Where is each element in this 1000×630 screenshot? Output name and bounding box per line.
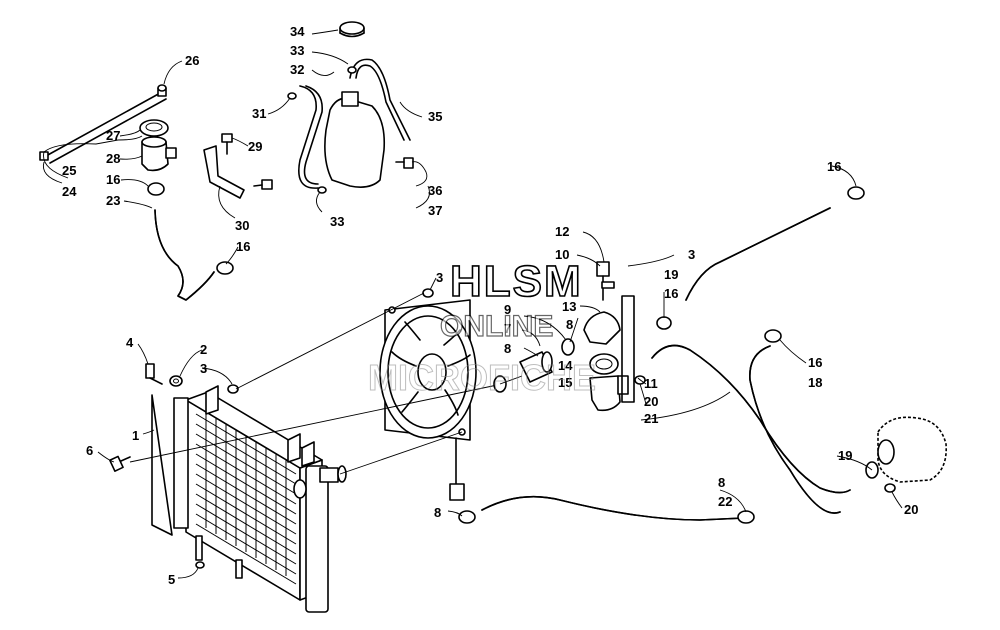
callout-6: 6 xyxy=(86,443,93,458)
callout-1: 1 xyxy=(132,428,139,443)
callout-20-b: 20 xyxy=(904,502,918,517)
callout-13: 13 xyxy=(562,299,576,314)
overflow-hose-25 xyxy=(39,87,167,164)
leader-lines xyxy=(42,29,903,579)
callout-19: 19 xyxy=(838,448,852,463)
nut-3-radiator xyxy=(227,384,239,394)
callout-37: 37 xyxy=(428,203,442,218)
callout-33-b: 33 xyxy=(330,214,344,229)
callout-17: 19 xyxy=(664,267,678,282)
hose-22 xyxy=(481,495,745,521)
callout-26: 26 xyxy=(185,53,199,68)
clip-33-lower xyxy=(317,186,327,194)
callout-16-b: 16 xyxy=(236,239,250,254)
callout-11: 11 xyxy=(644,376,658,391)
washer-5 xyxy=(195,561,205,569)
water-pump-housing xyxy=(865,416,947,493)
bracket-30 xyxy=(203,145,245,199)
hose-7 xyxy=(519,351,553,383)
callout-23: 23 xyxy=(106,193,120,208)
callout-8-d: 8 xyxy=(434,505,441,520)
callout-2: 2 xyxy=(200,342,207,357)
callout-35: 35 xyxy=(428,109,442,124)
callout-3-b: 3 xyxy=(436,270,443,285)
callout-27: 27 xyxy=(106,128,120,143)
callout-30: 30 xyxy=(235,218,249,233)
radiator-cap-27 xyxy=(139,119,169,137)
callout-8-a: 8 xyxy=(504,341,511,356)
clamps-16 xyxy=(147,182,865,343)
callout-28: 28 xyxy=(106,151,120,166)
clip-31 xyxy=(287,92,297,100)
callout-24: 24 xyxy=(62,184,77,199)
watermark: HLSM ONLINE MICROFICHE xyxy=(368,256,597,398)
callout-33-a: 33 xyxy=(290,43,304,58)
callout-18: 18 xyxy=(808,375,822,390)
callout-36: 36 xyxy=(428,183,442,198)
callout-14: 14 xyxy=(558,358,573,373)
callout-29: 29 xyxy=(248,139,262,154)
callout-32: 32 xyxy=(290,62,304,77)
nut-3-fan xyxy=(422,288,434,298)
callout-10: 10 xyxy=(555,247,569,262)
radiator xyxy=(151,385,347,613)
callout-5: 5 xyxy=(168,572,175,587)
callout-25: 25 xyxy=(62,163,76,178)
callout-21: 21 xyxy=(644,411,658,426)
callout-15: 15 xyxy=(558,375,572,390)
thermostat-housing xyxy=(561,261,646,412)
callout-16-d: 16 xyxy=(664,286,678,301)
clip-26 xyxy=(157,84,167,92)
hose-18 xyxy=(749,345,841,514)
reservoir-hose-32 xyxy=(298,85,323,189)
watermark-line2: ONLINE xyxy=(440,310,553,343)
watermark-line3: MICROFICHE xyxy=(368,357,596,398)
callout-labels: 26 27 28 25 24 16 23 29 30 16 31 34 33 3… xyxy=(62,24,918,587)
filler-neck-28 xyxy=(141,136,177,172)
coolant-reservoir xyxy=(324,21,386,188)
callout-4: 4 xyxy=(126,335,134,350)
grommet-2 xyxy=(169,375,183,387)
clamps-8-lower xyxy=(458,510,755,524)
hose-17 xyxy=(685,207,831,301)
callout-16-a: 16 xyxy=(106,172,120,187)
bolt-29 xyxy=(221,133,273,190)
callout-7: 7 xyxy=(504,321,511,336)
callout-8-c: 8 xyxy=(718,475,725,490)
callout-12: 12 xyxy=(555,224,569,239)
callout-16-c: 16 xyxy=(827,159,841,174)
bolt-36 xyxy=(395,157,414,169)
callout-34: 34 xyxy=(290,24,305,39)
callout-9: 9 xyxy=(504,302,511,317)
callout-20-a: 20 xyxy=(644,394,658,409)
bolt-4 xyxy=(145,363,163,385)
callout-31: 31 xyxy=(252,106,266,121)
callout-22: 22 xyxy=(718,494,732,509)
callout-3-c: 3 xyxy=(688,247,695,262)
callout-8-b: 8 xyxy=(566,317,573,332)
hose-21 xyxy=(651,344,851,494)
hose-23 xyxy=(154,209,215,301)
callout-16-e: 16 xyxy=(808,355,822,370)
watermark-line1: HLSM xyxy=(450,257,583,306)
bolt-6 xyxy=(109,455,131,472)
callout-3-a: 3 xyxy=(200,361,207,376)
